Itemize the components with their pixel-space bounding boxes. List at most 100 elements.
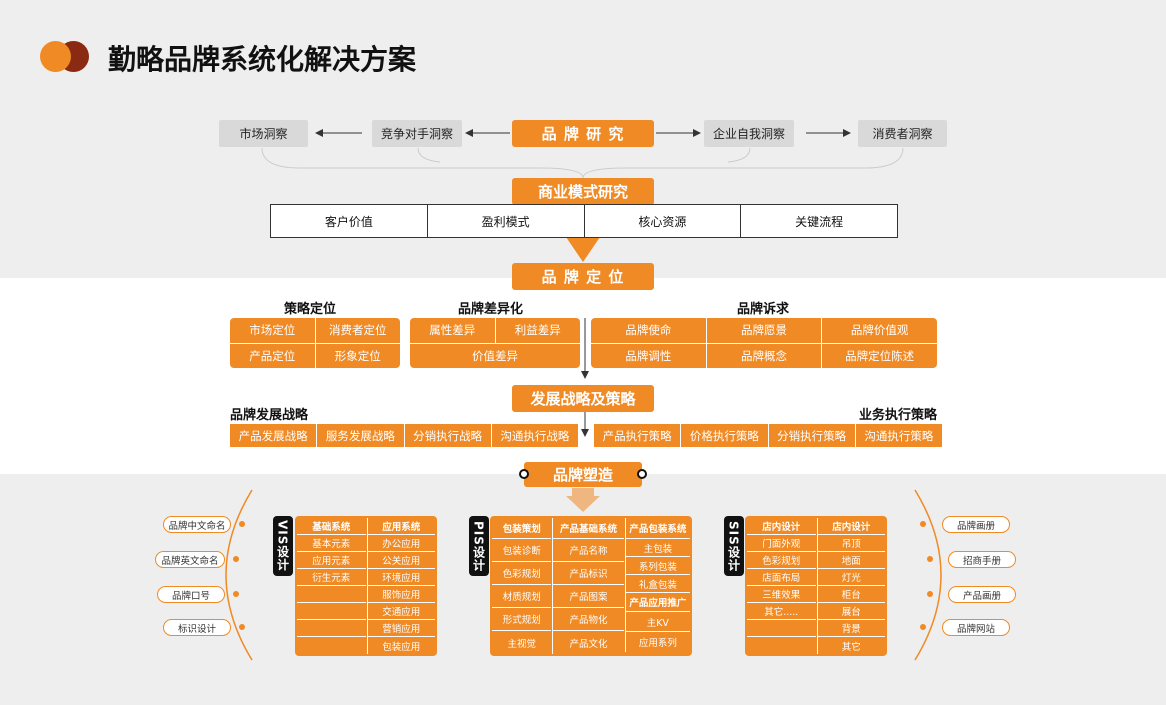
development-left-row: 产品发展战略 服务发展战略 分销执行战略 沟通执行战略 [230,424,578,447]
vis-cell: 交通应用 [366,603,435,620]
pis-cell: 产品标识 [552,562,624,585]
pis-col-head: 包装策划 [492,518,552,539]
brand-appeal-heading: 品牌诉求 [737,302,790,317]
execution-item: 价格执行策略 [681,424,768,447]
vis-design-tag: VIS设计 [273,516,293,576]
left-dot [233,556,239,562]
vis-cell: 基本元素 [297,535,366,552]
competitor-insight-box: 竞争对手洞察 [372,120,462,147]
brand-positioning-title: 品 牌 定 位 [512,263,654,290]
appeal-item: 品牌定位陈述 [822,343,937,368]
vis-cell: 营销应用 [366,620,435,637]
vis-cell: 公关应用 [366,552,435,569]
left-dot [239,624,245,630]
pis-cell: 产品图案 [552,585,624,608]
development-strategy-title: 发展战略及策略 [512,385,654,412]
differentiation-item: 价值差异 [410,343,580,368]
pis-cell: 包装诊断 [492,539,552,562]
appeal-item: 品牌使命 [591,318,706,343]
sis-col-head: 店内设计 [816,518,885,535]
left-dot [233,591,239,597]
logo-circle-orange [40,41,71,72]
positioning-item: 市场定位 [230,318,315,343]
vis-cell [297,603,366,620]
sis-cell: 其它..... [747,603,816,620]
vis-cell: 办公应用 [366,535,435,552]
differentiation-grid: 属性差异 利益差异 价值差异 [410,318,580,368]
appeal-item: 品牌价值观 [822,318,937,343]
shaping-dot-right [637,469,647,479]
vis-col-head: 基础系统 [297,518,366,535]
right-dot [920,521,926,527]
sis-cell: 三维效果 [747,586,816,603]
business-item: 盈利模式 [427,204,585,238]
sis-cell: 门面外观 [747,535,816,552]
pis-col-head: 产品基础系统 [552,518,624,539]
pis-cell: 产品文化 [552,631,624,654]
right-dot [927,556,933,562]
pill-brand-brochure: 品牌画册 [942,516,1010,533]
sis-design-tag: SIS设计 [724,516,744,576]
vis-cell: 环境应用 [366,569,435,586]
sis-cell: 吊顶 [816,535,885,552]
shaping-dot-left [519,469,529,479]
positioning-item: 形象定位 [315,343,400,368]
differentiation-item: 属性差异 [410,318,495,343]
pis-cell: 形式规划 [492,608,552,631]
pill-brand-cn-name: 品牌中文命名 [163,516,231,533]
page-title: 勤略品牌系统化解决方案 [108,43,417,76]
pis-col-head: 产品包装系统 [624,518,690,539]
pill-brand-en-name: 品牌英文命名 [155,551,225,568]
appeal-item: 品牌愿景 [706,318,822,343]
pill-brand-website: 品牌网站 [942,619,1010,636]
sis-cell [747,637,816,654]
vis-cell: 衍生元素 [297,569,366,586]
sis-cell [747,620,816,637]
vis-col-head: 应用系统 [366,518,435,535]
brand-research-title: 品 牌 研 究 [512,120,654,147]
market-insight-box: 市场洞察 [219,120,308,147]
vis-cell: 包装应用 [366,637,435,654]
sis-cell: 地面 [816,552,885,569]
sis-cell: 展台 [816,603,885,620]
pis-cell: 主包装 [624,539,690,557]
development-item: 产品发展战略 [230,424,317,447]
pis-cell: 主KV [624,612,690,632]
sis-table: 店内设计 门面外观 色彩规划 店面布局 三维效果 其它..... 店内设计 吊顶… [745,516,887,656]
pis-cell: 系列包装 [624,557,690,575]
vis-cell: 应用元素 [297,552,366,569]
business-execution-heading: 业务执行策略 [859,408,938,423]
sis-cell: 背景 [816,620,885,637]
sis-cell: 店面布局 [747,569,816,586]
right-dot [927,591,933,597]
logo [40,41,92,73]
sis-cell: 灯光 [816,569,885,586]
business-model-row: 客户价值 盈利模式 核心资源 关键流程 [270,204,898,238]
pill-investment-manual: 招商手册 [948,551,1016,568]
pis-cell: 材质规划 [492,585,552,608]
pis-cell: 礼盒包装 [624,575,690,593]
strategy-positioning-heading: 策略定位 [284,302,337,317]
pis-cell: 产品物化 [552,608,624,631]
business-item: 客户价值 [270,204,428,238]
brand-shaping-title: 品牌塑造 [524,462,642,487]
pis-cell: 应用系列 [624,632,690,652]
pill-brand-slogan: 品牌口号 [157,586,225,603]
development-item: 分销执行战略 [404,424,491,447]
appeal-item: 品牌概念 [706,343,822,368]
vis-table: 基础系统 基本元素 应用元素 衍生元素 应用系统 办公应用 公关应用 环境应用 … [295,516,437,656]
vis-cell: 服饰应用 [366,586,435,603]
sis-cell: 色彩规划 [747,552,816,569]
self-insight-box: 企业自我洞察 [704,120,794,147]
pis-design-tag: PIS设计 [469,516,489,576]
development-right-row: 产品执行策略 价格执行策略 分销执行策略 沟通执行策略 [594,424,942,447]
consumer-insight-box: 消费者洞察 [858,120,947,147]
left-dot [239,521,245,527]
differentiation-heading: 品牌差异化 [458,302,524,317]
vis-cell [297,620,366,637]
positioning-item: 消费者定位 [315,318,400,343]
brand-development-heading: 品牌发展战略 [230,408,309,423]
business-item: 核心资源 [584,204,742,238]
appeal-item: 品牌调性 [591,343,706,368]
execution-item: 产品执行策略 [594,424,681,447]
